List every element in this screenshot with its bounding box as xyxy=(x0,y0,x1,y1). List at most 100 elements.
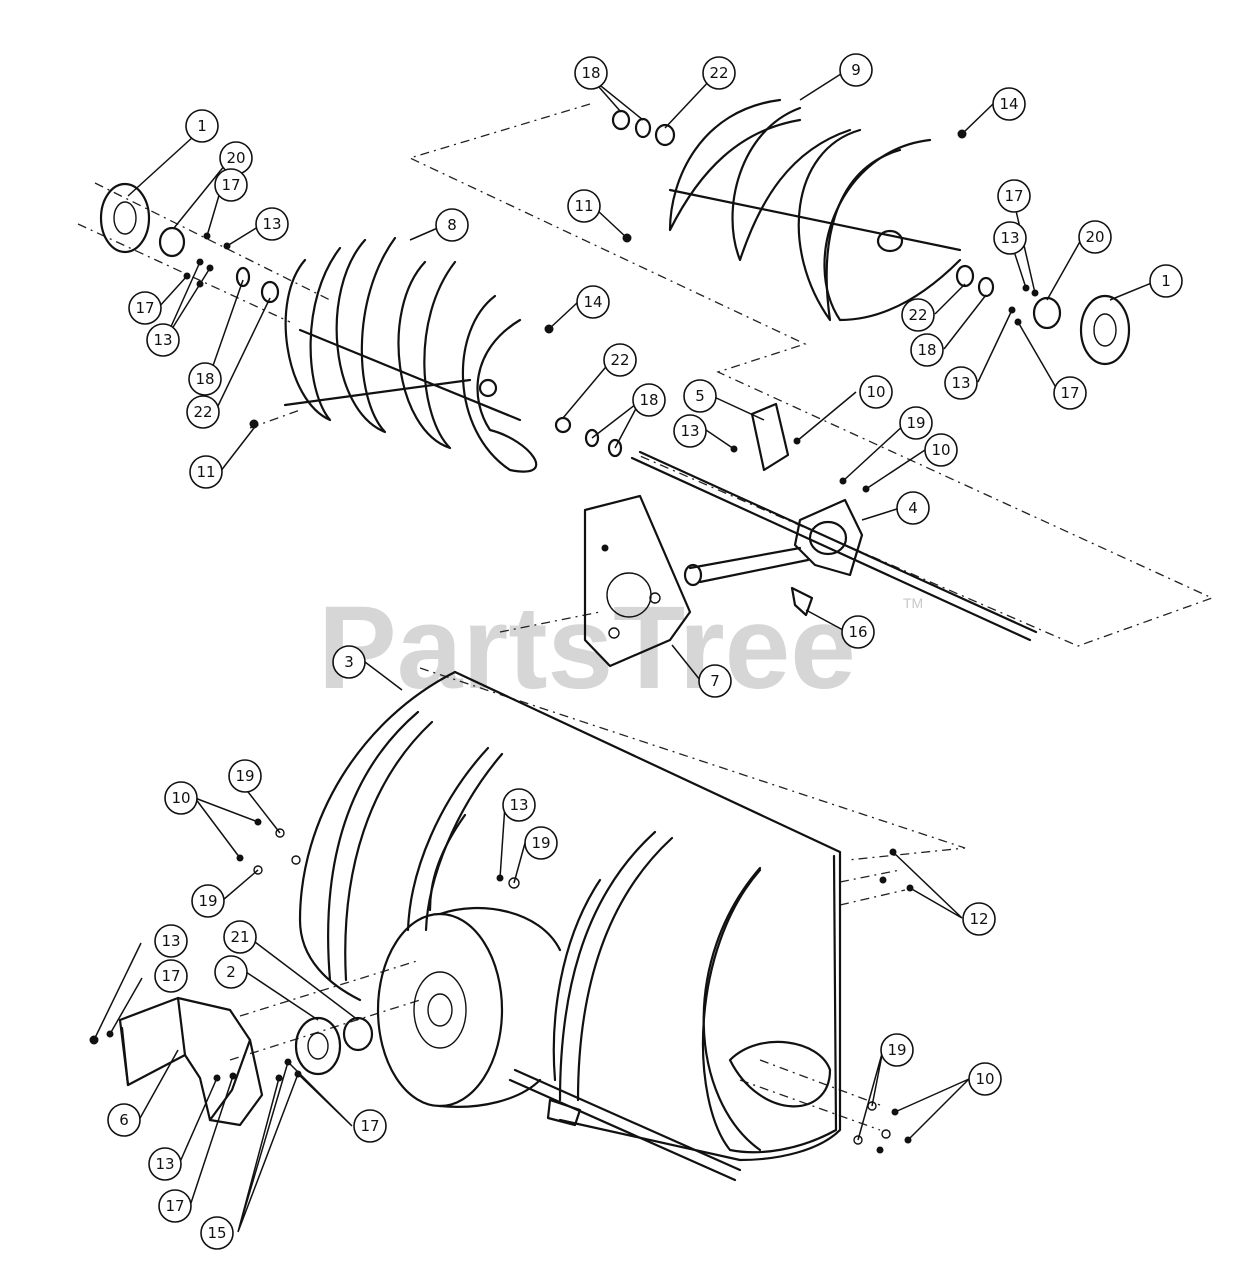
svg-text:9: 9 xyxy=(851,61,861,79)
drive-shaft xyxy=(630,456,1032,642)
svg-text:10: 10 xyxy=(931,441,950,459)
svg-text:10: 10 xyxy=(171,789,190,807)
callout-12: 12 xyxy=(962,902,996,936)
svg-text:8: 8 xyxy=(447,216,457,234)
callout-18-right-b: 18 xyxy=(910,333,944,367)
bearing-flange-left xyxy=(99,182,151,254)
auger-housing xyxy=(298,670,842,1182)
svg-text:18: 18 xyxy=(917,341,936,359)
callout-22-left-a: 22 xyxy=(186,395,220,429)
callout-13-right-b: 13 xyxy=(944,366,978,400)
svg-text:18: 18 xyxy=(195,370,214,388)
svg-text:19: 19 xyxy=(531,834,550,852)
svg-text:17: 17 xyxy=(165,1197,184,1215)
washer-left xyxy=(235,266,251,288)
callout-11-right: 11 xyxy=(567,189,601,223)
svg-text:18: 18 xyxy=(581,64,600,82)
auger-shaft-left xyxy=(298,328,522,422)
callout-1-left: 1 xyxy=(185,109,219,143)
svg-text:13: 13 xyxy=(509,796,528,814)
svg-text:13: 13 xyxy=(1000,229,1019,247)
svg-text:20: 20 xyxy=(226,149,245,167)
svg-text:22: 22 xyxy=(908,306,927,324)
callout-5: 5 xyxy=(683,379,717,413)
callout-1-right: 1 xyxy=(1149,264,1183,298)
callout-3: 3 xyxy=(332,645,366,679)
callout-17-cover-b: 17 xyxy=(158,1189,192,1223)
bushing-left xyxy=(260,280,280,304)
flange-2 xyxy=(294,1016,342,1076)
callout-17-right-b: 17 xyxy=(1053,376,1087,410)
auger-flight-1 xyxy=(284,246,342,422)
svg-text:19: 19 xyxy=(887,1041,906,1059)
svg-text:11: 11 xyxy=(196,463,215,481)
bracket-5 xyxy=(750,402,790,472)
svg-text:17: 17 xyxy=(221,176,240,194)
scraper-bar xyxy=(513,1068,742,1172)
bearing-flange-right xyxy=(1079,294,1131,366)
alignment-lines xyxy=(77,103,1214,1131)
callout-17-left-b: 17 xyxy=(128,291,162,325)
auger-flight-3 xyxy=(397,260,457,450)
svg-text:13: 13 xyxy=(161,932,180,950)
svg-text:21: 21 xyxy=(230,928,249,946)
housing-shell xyxy=(453,670,842,1162)
svg-text:13: 13 xyxy=(155,1155,174,1173)
callout-20-left: 20 xyxy=(219,141,253,175)
svg-text:17: 17 xyxy=(1004,187,1023,205)
callout-7: 7 xyxy=(698,664,732,698)
callout-13-mid: 13 xyxy=(673,414,707,448)
callout-13-right-a: 13 xyxy=(993,221,1027,255)
svg-text:14: 14 xyxy=(583,293,602,311)
callout-17-flange: 17 xyxy=(353,1109,387,1143)
callout-13-cover-b: 13 xyxy=(148,1147,182,1181)
callout-19-a: 19 xyxy=(899,406,933,440)
bushing-left-inner xyxy=(554,416,572,434)
auger-shaft-right xyxy=(668,188,962,252)
callout-8: 8 xyxy=(435,208,469,242)
callout-10-c: 10 xyxy=(164,781,198,815)
bearing-21 xyxy=(342,1016,374,1052)
svg-text:11: 11 xyxy=(574,197,593,215)
callout-9: 9 xyxy=(839,53,873,87)
svg-text:13: 13 xyxy=(262,215,281,233)
cover-6 xyxy=(118,996,252,1122)
callout-21: 21 xyxy=(223,920,257,954)
callout-17-left-a: 17 xyxy=(214,168,248,202)
svg-text:17: 17 xyxy=(1060,384,1079,402)
auger-flight-7 xyxy=(797,128,902,322)
leader-lines xyxy=(93,71,1155,1233)
callout-2: 2 xyxy=(214,955,248,989)
housing-cutout xyxy=(728,1040,832,1108)
svg-text:22: 22 xyxy=(610,351,629,369)
callout-13-housing: 13 xyxy=(502,788,536,822)
callout-16: 16 xyxy=(841,615,875,649)
callout-6: 6 xyxy=(107,1103,141,1137)
svg-text:13: 13 xyxy=(680,422,699,440)
auger-flight-8 xyxy=(823,138,962,322)
svg-text:14: 14 xyxy=(999,95,1018,113)
callout-14-right: 14 xyxy=(992,87,1026,121)
svg-text:17: 17 xyxy=(360,1117,379,1135)
svg-text:22: 22 xyxy=(193,403,212,421)
auger-flight-2 xyxy=(335,236,397,434)
left-auger xyxy=(99,182,623,473)
callout-20-right: 20 xyxy=(1078,220,1112,254)
svg-text:10: 10 xyxy=(975,1070,994,1088)
callout-17-cover-a: 17 xyxy=(154,959,188,993)
auger-flight-4 xyxy=(461,294,538,473)
callout-22-right-a: 22 xyxy=(702,56,736,90)
callout-22-right-b: 22 xyxy=(901,298,935,332)
callout-11-left: 11 xyxy=(189,455,223,489)
bolt-left xyxy=(249,419,259,429)
svg-text:3: 3 xyxy=(344,653,354,671)
svg-text:10: 10 xyxy=(866,383,885,401)
callout-19-c: 19 xyxy=(524,826,558,860)
right-auger xyxy=(611,98,1131,366)
bushing-right-outer xyxy=(654,123,676,147)
watermark-text: PartsTree xyxy=(318,582,856,714)
svg-text:1: 1 xyxy=(1161,272,1171,290)
svg-text:13: 13 xyxy=(153,331,172,349)
watermark: PartsTree TM xyxy=(318,582,923,714)
